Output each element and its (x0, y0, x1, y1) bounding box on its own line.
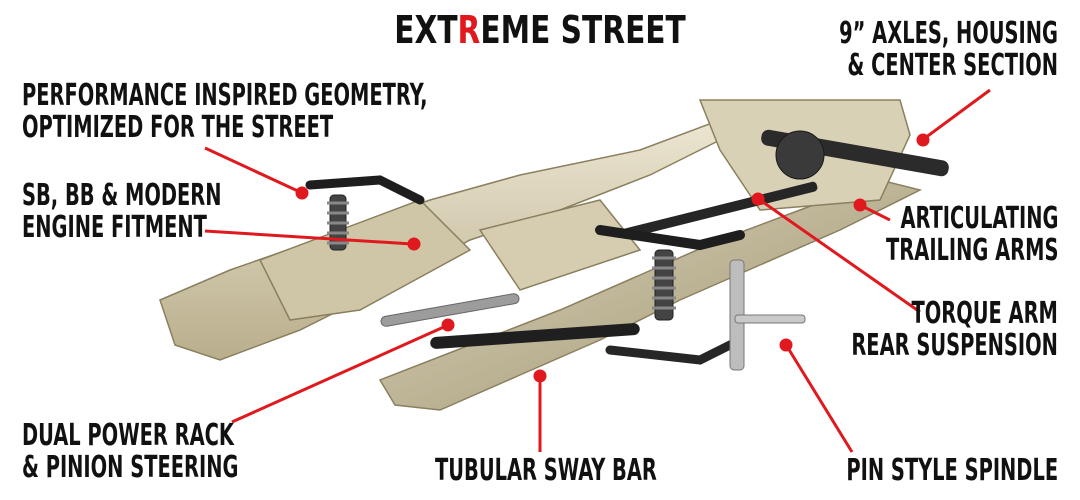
callout-torque: TORQUE ARM REAR SUSPENSION (851, 298, 1058, 361)
callout-lines (204, 88, 991, 453)
left-control-arm (305, 175, 425, 205)
callout-trailing-line-2: TRAILING ARMS (885, 232, 1058, 268)
callout-geometry-line-2: OPTIMIZED FOR THE STREET (22, 109, 334, 145)
callout-engine: SB, BB & MODERN ENGINE FITMENT (22, 180, 222, 243)
callout-torque-line-1: TORQUE ARM (911, 296, 1058, 331)
mid-crossmember (478, 199, 642, 291)
callout-axles-line-1: 9” AXLES, HOUSING (839, 16, 1058, 51)
callout-steering-line-2: & PINION STEERING (22, 449, 239, 485)
front-control-arm (595, 225, 745, 251)
callout-spindle-line-1: PIN STYLE SPINDLE (846, 453, 1058, 488)
title-prefix: EXT (394, 8, 458, 52)
callout-trailing-line-1: ARTICULATING (900, 201, 1058, 236)
callout-steering-line-1: DUAL POWER RACK (22, 418, 234, 453)
callout-sway-bar: TUBULAR SWAY BAR (435, 455, 657, 487)
callout-axles: 9” AXLES, HOUSING & CENTER SECTION (839, 18, 1058, 81)
steering-rack (380, 293, 520, 327)
callout-axles-line-2: & CENTER SECTION (847, 47, 1058, 83)
torque-arm (622, 181, 818, 239)
callout-torque-line-2: REAR SUSPENSION (851, 327, 1058, 363)
title-suffix: EME STREET (480, 8, 686, 52)
rear-differential (775, 130, 825, 180)
front-lower-arm (605, 335, 745, 365)
callout-engine-line-1: SB, BB & MODERN (22, 178, 222, 213)
callout-spindle: PIN STYLE SPINDLE (846, 455, 1058, 487)
callout-geometry: PERFORMANCE INSPIRED GEOMETRY, OPTIMIZED… (22, 80, 428, 143)
callout-engine-line-2: ENGINE FITMENT (22, 209, 207, 245)
callout-sway-bar-line-1: TUBULAR SWAY BAR (435, 453, 657, 488)
page-title: EXTREME STREET (384, 8, 696, 52)
sway-bar (430, 323, 640, 349)
callout-geometry-line-1: PERFORMANCE INSPIRED GEOMETRY, (22, 78, 428, 113)
callout-trailing: ARTICULATING TRAILING ARMS (886, 203, 1058, 266)
frame-rail-right (378, 179, 923, 411)
title-highlight: R (457, 8, 481, 52)
front-crossmember (258, 199, 472, 321)
callout-steering: DUAL POWER RACK & PINION STEERING (22, 420, 238, 483)
